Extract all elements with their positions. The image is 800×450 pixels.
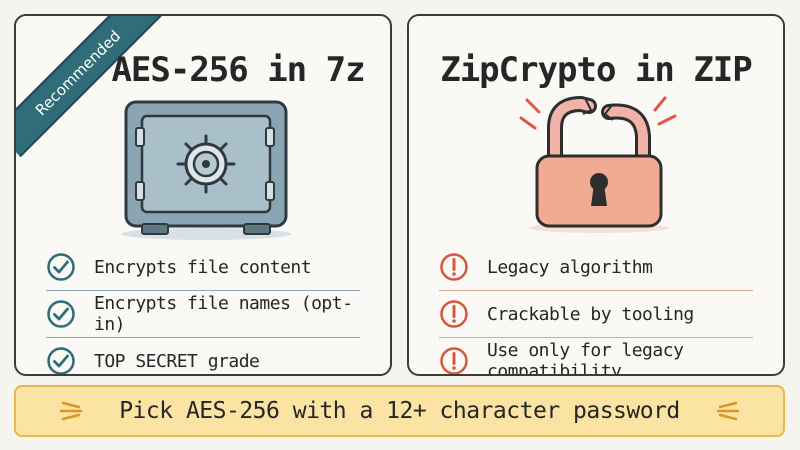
- list-item: Encrypts file content: [46, 244, 360, 291]
- check-circle-icon: [47, 300, 75, 328]
- item-text: Encrypts file content: [94, 256, 312, 278]
- safe-icon: [121, 100, 291, 240]
- check-circle-icon: [47, 347, 75, 374]
- list-item: Legacy algorithm: [439, 244, 753, 291]
- item-text: Use only for legacy compatibility: [487, 340, 684, 376]
- banner-text: Pick AES-256 with a 12+ character passwo…: [119, 398, 680, 424]
- right-warning-list: Legacy algorithm Crackable by tooling Us…: [439, 244, 753, 376]
- list-item: TOP SECRET grade: [46, 338, 360, 374]
- item-text: Encrypts file names (opt-in): [94, 293, 353, 335]
- item-text: TOP SECRET grade: [94, 350, 260, 372]
- item-text: Legacy algorithm: [487, 256, 653, 278]
- broken-padlock-icon: [519, 95, 677, 233]
- recommended-card: Recommended AES-256 in 7z Encrypts file …: [14, 14, 392, 376]
- legacy-card: ZipCrypto in ZIP Legacy algorithm: [407, 14, 785, 376]
- recommendation-banner: Pick AES-256 with a 12+ character passwo…: [14, 385, 785, 437]
- left-card-title: AES-256 in 7z: [111, 50, 365, 90]
- emphasis-lines-icon: [716, 401, 740, 421]
- exclamation-circle-icon: [440, 300, 468, 328]
- exclamation-circle-icon: [440, 347, 468, 374]
- right-card-title: ZipCrypto in ZIP: [440, 50, 753, 90]
- exclamation-circle-icon: [440, 253, 468, 281]
- check-circle-icon: [47, 253, 75, 281]
- item-text: Crackable by tooling: [487, 303, 694, 325]
- list-item: Crackable by tooling: [439, 291, 753, 338]
- left-feature-list: Encrypts file content Encrypts file name…: [46, 244, 360, 374]
- list-item: Encrypts file names (opt-in): [46, 291, 360, 338]
- list-item: Use only for legacy compatibility: [439, 338, 753, 376]
- emphasis-lines-icon: [59, 401, 83, 421]
